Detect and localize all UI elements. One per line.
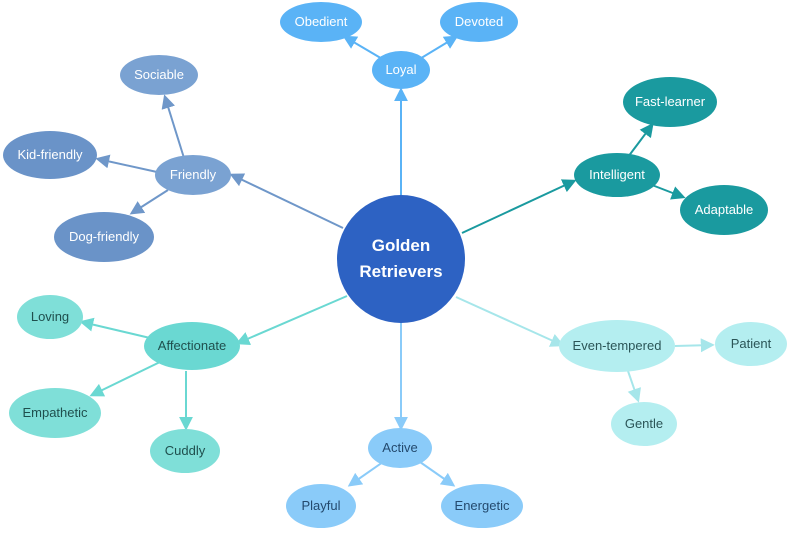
node-affectionate: Affectionate	[144, 322, 240, 370]
edge-friendly-kid	[95, 154, 158, 173]
edge-center-intelligent	[461, 179, 577, 234]
node-playful: Playful	[286, 484, 356, 528]
edge-loyal-obedient	[342, 35, 385, 61]
edge-affectionate-loving	[79, 317, 151, 339]
node-fast-learner: Fast-learner	[623, 77, 717, 127]
node-intelligent: Intelligent	[574, 153, 660, 197]
center-label-line2: Retrievers	[359, 262, 443, 281]
node-empathetic: Empathetic	[9, 388, 101, 438]
edge-friendly-sociable	[161, 94, 185, 159]
edge-loyal-devoted	[417, 35, 459, 61]
edge-center-even-tempered	[455, 296, 565, 347]
node-energetic: Energetic	[441, 484, 523, 528]
node-kid-friendly: Kid-friendly	[3, 131, 97, 179]
node-loyal: Loyal	[372, 51, 430, 89]
node-sociable: Sociable	[120, 55, 198, 95]
node-active: Active	[368, 428, 432, 468]
node-gentle: Gentle	[611, 402, 677, 446]
node-loving: Loving	[17, 295, 83, 339]
node-dog-friendly: Dog-friendly	[54, 212, 154, 262]
node-even-tempered: Even-tempered	[559, 320, 675, 372]
center-label-line1: Golden	[371, 235, 431, 255]
node-obedient: Obedient	[280, 2, 362, 42]
edge-active-playful	[347, 461, 384, 487]
node-patient: Patient	[715, 322, 787, 366]
edge-active-energetic	[419, 461, 456, 487]
node-devoted: Devoted	[440, 2, 518, 42]
edge-intelligent-fast	[627, 122, 654, 158]
edge-eventempered-gentle	[627, 370, 641, 403]
edge-friendly-dog	[129, 189, 169, 215]
edge-affectionate-empathetic	[89, 361, 161, 397]
edge-center-affectionate	[235, 295, 348, 345]
edge-intelligent-adaptable	[651, 184, 686, 200]
center-node: Golden Retrievers	[337, 195, 465, 323]
edge-eventempered-patient	[674, 338, 715, 353]
edge-center-friendly	[229, 173, 344, 229]
node-adaptable: Adaptable	[680, 185, 768, 235]
node-friendly: Friendly	[155, 155, 231, 195]
node-cuddly: Cuddly	[150, 429, 220, 473]
